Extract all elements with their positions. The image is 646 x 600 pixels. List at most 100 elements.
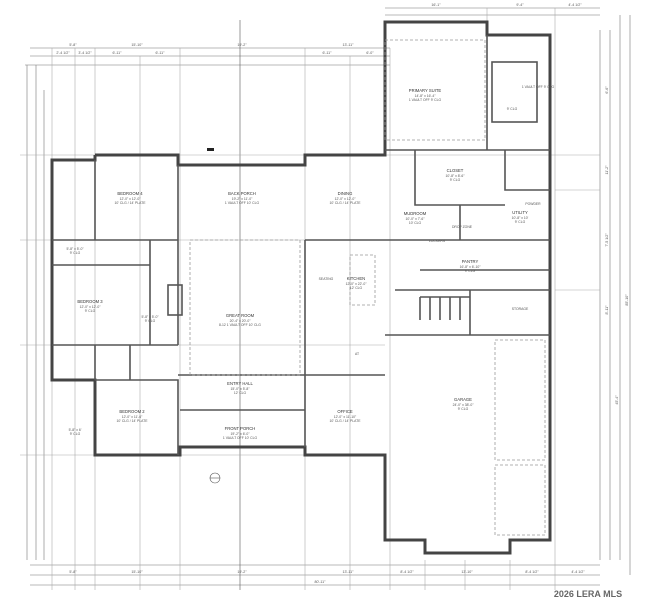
room-dining: DINING 12'-0" x 12'-0" 10' CLG / 14' PLA… [329, 191, 361, 205]
closet-ceiling: 9' CLG [70, 251, 81, 255]
room-kitchen: KITCHEN 12'-0" x 22'-0" 12' CLG [346, 276, 368, 290]
north-marker [207, 148, 214, 151]
room-name: PRIMARY SUITE [409, 88, 442, 93]
dim-bottom-2: 15'-10" [131, 570, 143, 574]
room-labels: PRIMARY SUITE 14'-8" x 16'-4" 1 VAULT OF… [66, 85, 554, 440]
drop-zone-label: DROP ZONE [452, 225, 473, 229]
room-name: DINING [338, 191, 353, 196]
dim-sub-1: 2'-4 1/2" [56, 51, 70, 55]
room-size: 15'-0" x 5'-8" [231, 387, 251, 391]
room-name: PANTRY [462, 259, 479, 264]
room-ceiling: 9' CLG [450, 178, 461, 182]
closet-bedroom-3: 5'-8" x 5'-0" 9' CLG [141, 315, 159, 323]
room-powder: POWDER [525, 202, 541, 206]
dim-sub-3: 6'-11" [113, 51, 123, 55]
exterior-walls [50, 20, 552, 555]
room-name: BEDROOM 4 [117, 191, 143, 196]
room-name: FRONT PORCH [225, 426, 256, 431]
closet-ceiling: 9' CLG [70, 432, 81, 436]
room-pantry: PANTRY 16'-8" x 6'-10" 9' CLG [460, 259, 482, 273]
room-ceiling: 9' CLG [465, 269, 476, 273]
room-size: 10'-0" x 7'-6" [406, 217, 426, 221]
dim-bottom-6: 13'-10" [461, 570, 473, 574]
room-name: CLOSET [447, 168, 464, 173]
room-name: ENTRY HALL [227, 381, 253, 386]
room-primary-suite: PRIMARY SUITE 14'-8" x 16'-4" 1 VAULT OF… [409, 88, 442, 102]
section-marker [209, 472, 221, 484]
room-size: 10'-8" x 8'-6" [446, 174, 466, 178]
dim-sub-2: 3'-4 1/2" [78, 51, 92, 55]
watermark: 2026 LERA MLS [554, 589, 622, 599]
room-name: GARAGE [454, 397, 472, 402]
dim-right-5: 45'-4" [615, 395, 619, 405]
dim-right-overall: 85'-10" [625, 294, 629, 306]
room-utility: UTILITY 10'-8" x 10' 9' CLG [512, 210, 529, 224]
room-ceiling: 10' CLG / 14' PLATE [116, 419, 148, 423]
fireplace [167, 284, 183, 316]
dim-bottom-7: 8'-4 1/2" [525, 570, 539, 574]
room-front-porch: FRONT PORCH 19'-2" x 6'-0" 1 VAULT OFF 1… [223, 426, 258, 440]
room-name: BACK PORCH [228, 191, 256, 196]
room-storage: STORAGE [512, 307, 529, 311]
room-closet: CLOSET 10'-8" x 8'-6" 9' CLG [446, 168, 466, 182]
dim-right-3: 7'-5 1/2" [605, 233, 609, 247]
room-name: GREAT ROOM [226, 313, 255, 318]
dim-sub-6: 6'-0" [366, 51, 374, 55]
dim-sub-5: 6'-11" [323, 51, 333, 55]
room-size: 24'-0" x 38'-0" [453, 403, 475, 407]
range-label: AT [355, 352, 359, 356]
closet-size: 5'-8" x 6' [69, 428, 82, 432]
dim-right-4: 8'-11" [605, 305, 609, 315]
dim-top-right-2: 9'-4" [516, 3, 524, 7]
room-ceiling: 12' CLG [350, 286, 363, 290]
seating-label: SEATING [319, 277, 334, 281]
room-size: 16'-8" x 6'-10" [460, 265, 482, 269]
room-size: 19'-2" x 11'-0" [232, 197, 253, 201]
room-ceiling: 10' CLG [409, 221, 422, 225]
room-bedroom-2: BEDROOM 2 12'-0" x 11'-6" 10' CLG / 14' … [116, 409, 148, 423]
dim-bottom-5: 8'-4 1/2" [400, 570, 414, 574]
room-ceiling: 1 VAULT OFF 10' CLG [225, 201, 260, 205]
room-bedroom-4: BEDROOM 4 12'-0" x 12'-0" 10' CLG / 14' … [114, 191, 146, 205]
tub [491, 61, 538, 123]
dim-bottom-1: 5'-8" [69, 570, 77, 574]
room-name: BEDROOM 3 [77, 299, 103, 304]
room-ceiling: 10' CLG / 14' PLATE [329, 419, 361, 423]
closet-bedroom-2: 5'-8" x 6' 9' CLG [69, 428, 82, 436]
room-size: 12'-0" x 22'-0" [346, 282, 368, 286]
room-ceiling: 1 VAULT OFF 9' CLG [409, 98, 442, 102]
room-ceiling: 10' CLG / 14' PLATE [329, 201, 361, 205]
closet-size: 5'-8" x 5'-0" [141, 315, 159, 319]
room-size: 12'-0" x 11'-6" [122, 415, 143, 419]
room-name: KITCHEN [347, 276, 365, 281]
dim-bottom-overall: 80'-11" [315, 580, 327, 584]
room-mudroom: MUDROOM 10'-0" x 7'-6" 10' CLG [404, 211, 427, 225]
room-name: MUDROOM [404, 211, 427, 216]
dim-right-1: 6'-6" [605, 86, 609, 94]
room-ceiling: 9' CLG [85, 309, 96, 313]
closet-ceiling: 9' CLG [145, 319, 156, 323]
room-name: OFFICE [337, 409, 353, 414]
lockers-label: LOCKERS [429, 239, 446, 243]
closet-bedroom-4: 5'-8" x 5'-0" 9' CLG [66, 247, 84, 255]
room-ceiling: 10' CLG / 14' PLATE [114, 201, 146, 205]
room-size: 12'-0" x 11'-10" [334, 415, 357, 419]
room-ceiling: 9' CLG [458, 407, 469, 411]
room-name: UTILITY [512, 210, 528, 215]
dim-right-2: 11'-2" [605, 165, 609, 175]
room-size: 19'-2" x 6'-0" [231, 432, 251, 436]
interior-walls [52, 35, 550, 536]
dim-top-right-1: 16'-1" [431, 3, 441, 7]
room-ceiling: 9' CLG [515, 220, 526, 224]
dim-top-1: 5'-8" [69, 43, 77, 47]
dim-top-2: 15'-10" [131, 43, 143, 47]
dim-bottom-4: 13'-11" [343, 570, 355, 574]
dim-top-4: 13'-11" [343, 43, 355, 47]
room-size: 12'-0" x 12'-0" [80, 305, 102, 309]
room-size: 12'-0" x 12'-0" [335, 197, 357, 201]
dim-top-right-3: 4'-4 1/2" [568, 3, 582, 7]
room-ceiling: 12' CLG [234, 391, 247, 395]
primary-bath-vault: 1 VAULT OFF 9' CLG [522, 85, 555, 89]
room-great-room: GREAT ROOM 20'-4" x 20'-0" 8-12 1 VAULT … [219, 313, 261, 327]
